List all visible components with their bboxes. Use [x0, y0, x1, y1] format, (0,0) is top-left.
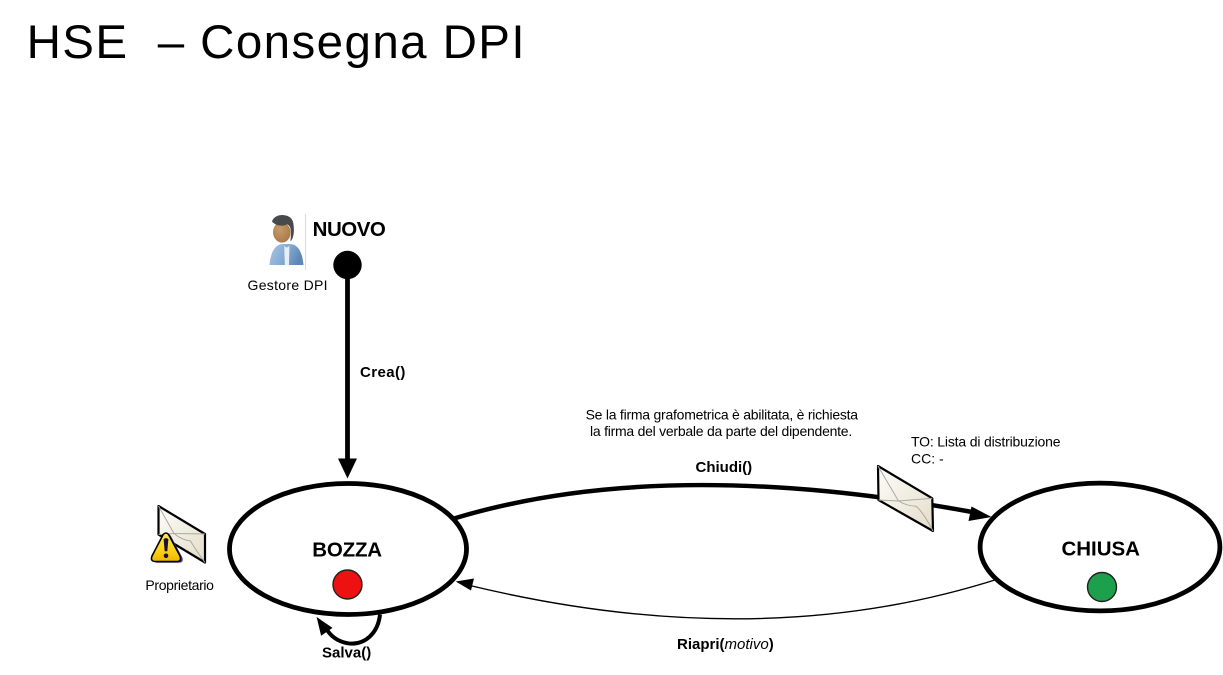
svg-text:TO: Lista di distribuzione: TO: Lista di distribuzione	[911, 434, 1061, 450]
svg-text:NUOVO: NUOVO	[313, 218, 386, 241]
svg-text:Gestore DPI: Gestore DPI	[248, 277, 328, 293]
svg-text:HSE – Consegna DPI: HSE – Consegna DPI	[27, 16, 526, 69]
svg-text:BOZZA: BOZZA	[312, 538, 382, 561]
svg-text:Crea(): Crea()	[360, 364, 406, 381]
svg-text:CHIUSA: CHIUSA	[1062, 537, 1141, 560]
svg-text:Salva(): Salva()	[322, 645, 371, 662]
svg-text:Chiudi(): Chiudi()	[696, 459, 753, 476]
svg-text:Riapri(motivo): Riapri(motivo)	[677, 636, 774, 653]
svg-text:la firma del verbale da parte: la firma del verbale da parte del dipend…	[590, 423, 852, 439]
svg-text:Se la firma grafometrica è abi: Se la firma grafometrica è abilitata, è …	[586, 407, 859, 423]
svg-text:CC: -: CC: -	[911, 451, 944, 467]
svg-text:Proprietario: Proprietario	[145, 577, 214, 593]
